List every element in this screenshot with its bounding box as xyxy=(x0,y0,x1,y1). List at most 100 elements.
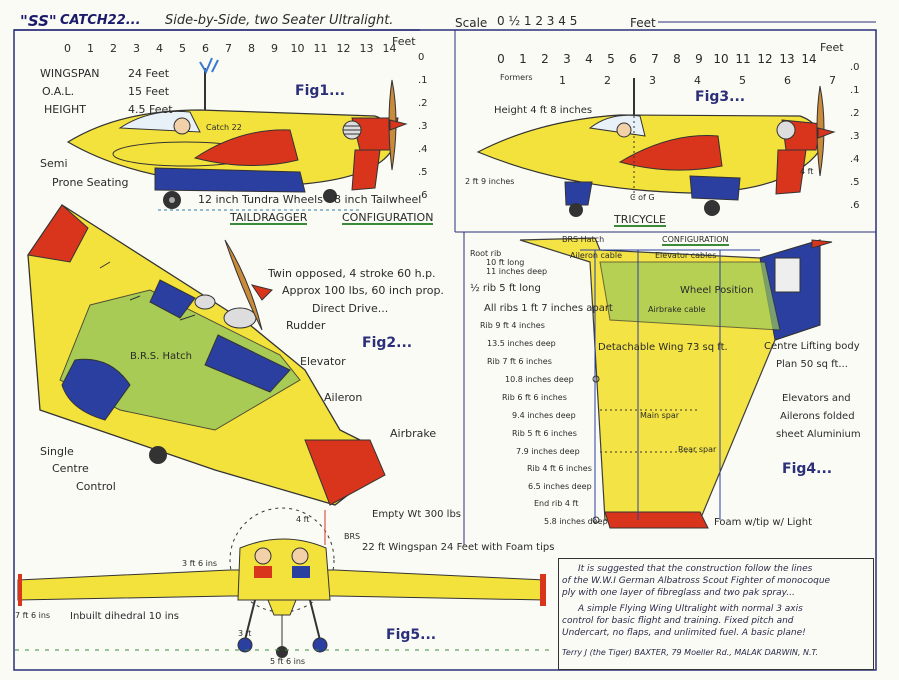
left-tick: 4 xyxy=(156,42,163,55)
fig1-label: Fig1... xyxy=(295,83,346,99)
elevators-note-3: sheet Aluminium xyxy=(776,429,861,440)
right-tick: 1 xyxy=(519,52,527,66)
title-catch: CATCH22... xyxy=(60,13,141,28)
left-tick: 10 xyxy=(290,42,305,55)
right-tick: 12 xyxy=(757,52,773,66)
right-ruler-unit: Feet xyxy=(820,41,844,54)
note-line: Undercart, no flaps, and unlimited fuel.… xyxy=(562,628,806,638)
right-vruler: .0 .1 .2 .3 .4 .5 .6 xyxy=(850,56,860,217)
engine-line-1: Twin opposed, 4 stroke 60 h.p. xyxy=(268,267,436,280)
right-tick: 3 xyxy=(563,52,571,66)
note-line: control for basic flight and training. F… xyxy=(562,616,794,626)
right-tick: 4 xyxy=(585,52,593,66)
fig1-side-view xyxy=(66,57,408,211)
fig4-plan-view xyxy=(519,237,833,529)
scale-label: Scale xyxy=(455,16,488,30)
left-vtick: .3 xyxy=(418,121,428,132)
fig5-front-view xyxy=(15,507,555,658)
single-label-1: Single xyxy=(40,445,74,458)
spec-oal-val: 15 Feet xyxy=(128,85,170,98)
author-line: Terry J (the Tiger) BAXTER, 79 Moeller R… xyxy=(562,648,818,657)
rib-label: 13.5 inches deep xyxy=(487,339,556,348)
rib-label: 10.8 inches deep xyxy=(505,375,574,384)
left-tick: 0 xyxy=(64,42,71,55)
height-label: Height 4 ft 8 inches xyxy=(494,105,593,116)
dihedral: Inbuilt dihedral 10 ins xyxy=(70,611,180,622)
wingspan-front: 22 ft Wingspan 24 Feet with Foam tips xyxy=(362,542,555,553)
formers-label: Formers xyxy=(500,73,533,82)
fig3-side-view xyxy=(476,78,836,217)
right-ruler: 0 1 2 3 4 5 6 7 8 9 10 11 12 13 14 xyxy=(490,52,820,66)
rib-label: End rib 4 ft xyxy=(534,499,579,508)
rib-label: Rib 5 ft 6 inches xyxy=(512,429,577,438)
left-tick: 13 xyxy=(359,42,374,55)
spec-wingspan-val: 24 Feet xyxy=(128,67,170,80)
rib-label: 9.4 inches deep xyxy=(512,411,576,420)
left-vtick: .6 xyxy=(418,190,428,201)
title-ss: "SS" xyxy=(20,12,57,30)
elevators-note-1: Elevators and xyxy=(782,393,851,404)
fig4-label: Fig4... xyxy=(782,461,833,477)
note-line: A simple Flying Wing Ultralight with nor… xyxy=(578,604,803,614)
root-rib-2: 10 ft long xyxy=(486,258,525,267)
all-ribs: All ribs 1 ft 7 inches apart xyxy=(484,303,613,314)
centre-body-1: Centre Lifting body xyxy=(764,341,860,352)
elevators-note-2: Ailerons folded xyxy=(780,411,855,422)
note-line: ply with one layer of fibreglass and two… xyxy=(562,588,795,598)
aileron-cable: Aileron cable xyxy=(570,251,622,260)
left-dim-label: 2 ft 9 inches xyxy=(465,177,515,186)
rear-spar: Rear spar xyxy=(678,445,717,454)
right-tick: 9 xyxy=(695,52,703,66)
left-vtick: .5 xyxy=(418,167,428,178)
fig3-label: Fig3... xyxy=(695,89,746,105)
right-vtick: .2 xyxy=(850,108,860,119)
left-tick: 14 xyxy=(382,42,397,55)
former-tick: 6 xyxy=(784,74,791,87)
rib-label: 5.8 inches deep xyxy=(544,517,608,526)
former-tick: 2 xyxy=(604,74,611,87)
foam-tip: Foam w/tip w/ Light xyxy=(714,517,813,528)
semi-label: Semi xyxy=(40,157,68,170)
left-tick: 9 xyxy=(271,42,278,55)
rib-label: Rib 4 ft 6 inches xyxy=(527,464,592,473)
left-vtick: .2 xyxy=(418,98,428,109)
aileron-label: Aileron xyxy=(324,391,363,404)
taildragger-label: TAILDRAGGER xyxy=(230,211,308,225)
nose-label: Catch 22 xyxy=(206,123,242,132)
left-vtick: 0 xyxy=(418,52,425,63)
spec-height-val: 4.5 Feet xyxy=(128,103,173,116)
spec-wingspan-key: WINGSPAN xyxy=(40,67,100,80)
former-tick: 7 xyxy=(829,74,836,87)
left-tick: 8 xyxy=(248,42,255,55)
left-tick: 6 xyxy=(202,42,209,55)
left-tick: 1 xyxy=(87,42,94,55)
root-rib-3: 11 inches deep xyxy=(486,267,548,276)
brs-hatch-label: B.R.S. Hatch xyxy=(130,351,192,362)
track: 5 ft 6 ins xyxy=(270,657,306,666)
wheels-label: 12 inch Tundra Wheels xyxy=(198,193,323,206)
fig4-configuration: CONFIGURATION xyxy=(662,235,729,246)
centre-body-2: Plan 50 sq ft... xyxy=(776,359,848,370)
detachable-wing: Detachable Wing 73 sq ft. xyxy=(598,342,728,353)
tricycle-label: TRICYCLE xyxy=(614,213,666,227)
former-tick: 4 xyxy=(694,74,701,87)
scale-values: 0 ½ 1 2 3 4 5 xyxy=(497,14,578,28)
fig2-label: Fig2... xyxy=(362,335,413,351)
right-tick: 0 xyxy=(497,52,505,66)
elevator-label: Elevator xyxy=(300,355,346,368)
left-vruler: 0 .1 .2 .3 .4 .5 .6 xyxy=(418,46,428,207)
rib-label: Rib 6 ft 6 inches xyxy=(502,393,567,402)
configuration-label: CONFIGURATION xyxy=(342,211,434,225)
rib-label: Rib 7 ft 6 inches xyxy=(487,357,552,366)
right-tick: 6 xyxy=(629,52,637,66)
tailwheel-label: 8 inch Tailwheel xyxy=(334,193,422,206)
empty-weight: Empty Wt 300 lbs xyxy=(372,509,462,520)
left-tick: 3 xyxy=(133,42,140,55)
right-vtick: .3 xyxy=(850,131,860,142)
right-tick: 13 xyxy=(779,52,795,66)
right-tick: 10 xyxy=(713,52,729,66)
root-rib-1: Root rib xyxy=(470,249,502,258)
single-label-3: Control xyxy=(76,480,116,493)
rib-label: 7.9 inches deep xyxy=(516,447,580,456)
former-tick: 1 xyxy=(559,74,566,87)
